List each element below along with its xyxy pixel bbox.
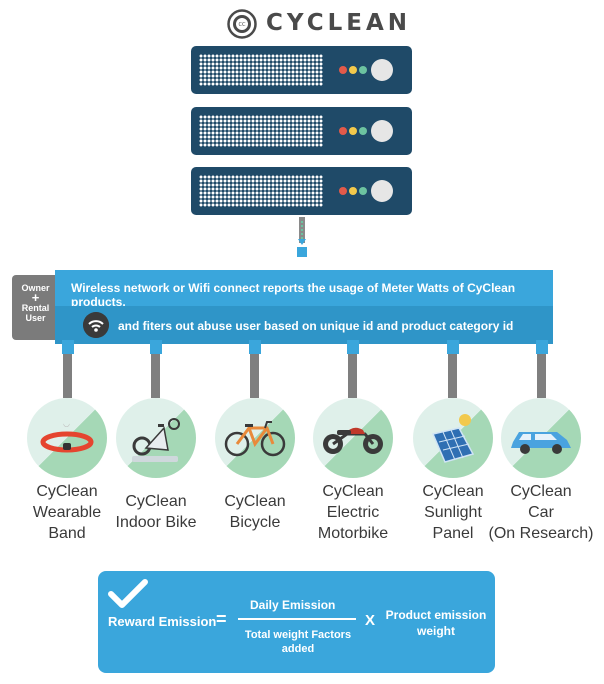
connector-flag	[447, 340, 459, 354]
product-car	[501, 398, 581, 478]
connector-pole	[348, 344, 357, 398]
checkmark-icon	[108, 579, 148, 608]
wifi-icon	[83, 312, 109, 338]
formula-lhs: Reward Emission	[108, 614, 217, 629]
formula-numerator: Daily Emission	[250, 598, 336, 612]
product-label-wearable-band: CyClean Wearable Band	[32, 483, 102, 542]
banner-line-2: and fiters out abuse user based on uniqu…	[55, 306, 553, 344]
connector-flag	[150, 340, 162, 354]
connector-pole	[151, 344, 160, 398]
formula-denominator: Total weight Factors added	[244, 629, 352, 655]
banner-text-2: and fiters out abuse user based on uniqu…	[118, 319, 514, 333]
brand-title: CYCLEAN	[266, 10, 412, 36]
banner-line-1: Wireless network or Wifi connect reports…	[55, 270, 553, 309]
connector-pole	[63, 344, 72, 398]
connector-pole	[250, 344, 259, 398]
product-label-sunlight-panel: CyClean Sunlight Panel	[422, 483, 484, 542]
formula-equals: =	[216, 609, 227, 629]
product-label-indoor-bike: CyClean Indoor Bike	[115, 493, 197, 531]
data-connector-icon	[297, 217, 307, 257]
fraction-bar	[238, 618, 356, 620]
formula-times: X	[365, 612, 376, 629]
product-label-car: CyClean Car (On Research)	[488, 483, 594, 542]
connector-flag	[62, 340, 74, 354]
car-icon	[511, 432, 571, 454]
svg-text:◡: ◡	[63, 419, 70, 428]
indoor-bike-icon	[132, 418, 180, 462]
product-label-electric-motorbike: CyClean Electric Motorbike	[317, 483, 389, 542]
product-label-bicycle: CyClean Bicycle	[224, 493, 286, 531]
product-electric-motorbike	[313, 398, 393, 478]
motorbike-icon	[323, 427, 383, 454]
server-unit	[191, 167, 412, 215]
connector-pole	[537, 344, 546, 398]
wearable-band-icon: ◡	[40, 419, 94, 453]
connector-flag	[347, 340, 359, 354]
reward-formula-box: Reward Emission = Daily Emission Total w…	[98, 571, 495, 673]
solar-panel-icon	[431, 414, 475, 463]
connector-pole	[448, 344, 457, 398]
product-bicycle	[215, 398, 295, 478]
svg-text:CC: CC	[239, 22, 246, 28]
owner-rental-user-box: Owner + Rental User	[12, 275, 59, 340]
cyclean-logo-icon: CC	[227, 9, 257, 39]
bicycle-icon	[224, 421, 286, 457]
formula-rhs: Product emission weight	[385, 608, 487, 638]
product-indoor-bike	[116, 398, 196, 478]
connector-flag	[536, 340, 548, 354]
connector-flag	[249, 340, 261, 354]
product-wearable-band: ◡	[27, 398, 107, 478]
product-sunlight-panel	[413, 398, 493, 478]
banner-text-1: Wireless network or Wifi connect reports…	[71, 281, 516, 309]
server-unit	[191, 46, 412, 94]
server-unit	[191, 107, 412, 155]
